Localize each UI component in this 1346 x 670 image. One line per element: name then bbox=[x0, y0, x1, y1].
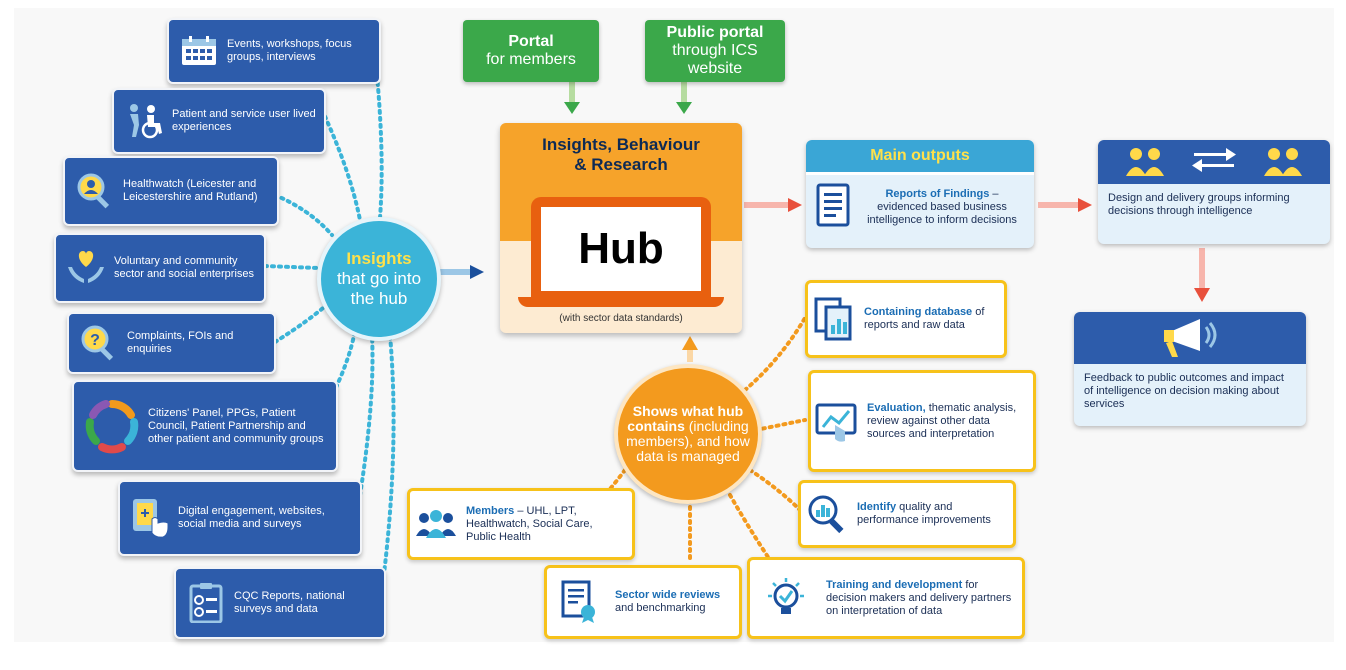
svg-text:?: ? bbox=[90, 332, 100, 349]
identify-box: Identify quality and performance improve… bbox=[798, 480, 1016, 548]
main-outputs-header: Main outputs bbox=[806, 140, 1034, 175]
training-box: Training and development for decision ma… bbox=[747, 557, 1025, 639]
portal-subtitle: through ICS website bbox=[672, 42, 758, 77]
source-label: Citizens' Panel, PPGs, Patient Council, … bbox=[148, 406, 324, 445]
feedback-header bbox=[1074, 312, 1306, 364]
contains-rest: of reports and raw data bbox=[864, 306, 985, 331]
shows-bold: Shows what hub contains bbox=[627, 403, 744, 434]
laptop-icon: Hub bbox=[531, 197, 711, 299]
lightbulb-check-icon bbox=[750, 576, 822, 620]
megaphone-icon bbox=[1150, 313, 1230, 364]
portal-public: Public portal through ICS website bbox=[645, 20, 785, 82]
tablet-touch-icon bbox=[128, 497, 172, 539]
source-voluntary: Voluntary and community sector and socia… bbox=[54, 233, 266, 303]
contains-rest: – UHL, LPT, Healthwatch, Social Care, Pu… bbox=[466, 504, 593, 543]
source-events: Events, workshops, focus groups, intervi… bbox=[167, 18, 381, 84]
contains-bold: Evaluation, bbox=[867, 401, 926, 414]
question-magnifier-icon: ? bbox=[77, 324, 121, 362]
source-label: Voluntary and community sector and socia… bbox=[114, 255, 255, 280]
contains-bold: Identify bbox=[857, 501, 897, 513]
magnifier-person-icon bbox=[73, 172, 117, 210]
members-box: Members – UHL, LPT, Healthwatch, Social … bbox=[407, 488, 635, 560]
main-outputs-box: Main outputs Reports of Findings – evide… bbox=[806, 140, 1034, 248]
certificate-icon bbox=[547, 580, 611, 624]
contains-rest: and benchmarking bbox=[615, 602, 706, 614]
heart-hands-icon bbox=[64, 249, 108, 287]
portal-title: Public portal bbox=[666, 24, 764, 41]
portal-arrowhead-1 bbox=[564, 102, 580, 114]
people-group-icon bbox=[410, 508, 462, 540]
report-document-icon bbox=[816, 183, 850, 232]
evaluation-box: Evaluation, thematic analysis, review ag… bbox=[808, 370, 1036, 472]
contains-rest: quality and performance improvements bbox=[857, 501, 991, 526]
contains-text: Sector wide reviews and benchmarking bbox=[611, 585, 739, 619]
calendar-icon bbox=[177, 35, 221, 67]
patient-wheelchair-icon bbox=[122, 103, 166, 139]
documents-chart-icon bbox=[808, 297, 860, 341]
checklist-icon bbox=[184, 583, 228, 623]
contains-text: Identify quality and performance improve… bbox=[853, 497, 1013, 531]
magnifier-chart-icon bbox=[801, 494, 853, 534]
source-label: Healthwatch (Leicester and Leicestershir… bbox=[123, 178, 258, 203]
main-outputs-text: Reports of Findings – evidenced based bu… bbox=[860, 188, 1024, 227]
shows-to-hub-arrowhead bbox=[682, 336, 698, 350]
contains-rest: thematic analysis, review against other … bbox=[867, 401, 1017, 440]
insights-line3: the hub bbox=[350, 289, 408, 308]
shows-text: Shows what hub contains (including membe… bbox=[618, 404, 758, 464]
source-label: Patient and service user lived experienc… bbox=[172, 108, 316, 133]
source-label: Digital engagement, websites, social med… bbox=[178, 505, 325, 530]
source-patient-experiences: Patient and service user lived experienc… bbox=[112, 88, 326, 154]
contains-text: Evaluation, thematic analysis, review ag… bbox=[863, 398, 1033, 445]
source-cqc: CQC Reports, national surveys and data bbox=[174, 567, 386, 639]
portal-arrowhead-2 bbox=[676, 102, 692, 114]
source-label: Events, workshops, focus groups, intervi… bbox=[227, 38, 352, 63]
source-healthwatch: Healthwatch (Leicester and Leicestershir… bbox=[63, 156, 279, 226]
portal-members: Portal for members bbox=[463, 20, 599, 82]
feedback-text: Feedback to public outcomes and impact o… bbox=[1084, 372, 1284, 410]
contains-text: Training and development for decision ma… bbox=[822, 575, 1022, 622]
contains-bold: Members bbox=[466, 504, 515, 517]
hub-note: (with sector data standards) bbox=[559, 313, 683, 324]
main-outputs-body: Reports of Findings – evidenced based bu… bbox=[806, 175, 1034, 240]
hub-title: Insights, Behaviour & Research bbox=[542, 135, 700, 174]
source-digital: Digital engagement, websites, social med… bbox=[118, 480, 362, 556]
insights-line2: that go into bbox=[336, 269, 422, 288]
source-label: Complaints, FOIs and enquiries bbox=[127, 330, 234, 355]
sector-reviews-box: Sector wide reviews and benchmarking bbox=[544, 565, 742, 639]
hub-to-outputs-arrowhead bbox=[788, 198, 802, 212]
hub-screen-label: Hub bbox=[541, 207, 701, 291]
design-delivery-box: Design and delivery groups informing dec… bbox=[1098, 140, 1330, 244]
contains-text: Containing database of reports and raw d… bbox=[860, 302, 1004, 336]
source-citizens-panel: Citizens' Panel, PPGs, Patient Council, … bbox=[72, 380, 338, 472]
design-to-feedback-arrowhead bbox=[1194, 288, 1210, 302]
design-delivery-header bbox=[1098, 140, 1330, 184]
contains-rest: for decision makers and delivery partner… bbox=[826, 578, 1012, 617]
design-delivery-text: Design and delivery groups informing dec… bbox=[1108, 192, 1290, 217]
community-circle-icon bbox=[82, 398, 142, 454]
hub-box: Insights, Behaviour & Research Hub (with… bbox=[500, 123, 742, 333]
shows-circle: Shows what hub contains (including membe… bbox=[614, 364, 762, 504]
source-label: CQC Reports, national surveys and data bbox=[234, 590, 345, 615]
source-complaints: ? Complaints, FOIs and enquiries bbox=[67, 312, 276, 374]
portal-subtitle: for members bbox=[486, 51, 576, 68]
contains-text: Members – UHL, LPT, Healthwatch, Social … bbox=[462, 501, 632, 548]
laptop-base bbox=[518, 297, 724, 307]
main-outputs-rest: – evidenced based business intelligence … bbox=[867, 188, 1017, 226]
outputs-to-design-arrowhead bbox=[1078, 198, 1092, 212]
portal-title: Portal bbox=[508, 33, 554, 50]
shows-rest: (including members), and how data is man… bbox=[626, 418, 750, 464]
insights-circle: Insights that go into the hub bbox=[317, 217, 441, 341]
people-exchange-icon bbox=[1114, 142, 1314, 183]
contains-bold: Training and development bbox=[826, 578, 963, 591]
insights-title: Insights bbox=[346, 249, 412, 268]
contains-bold: Containing database bbox=[864, 306, 973, 318]
contains-database-box: Containing database of reports and raw d… bbox=[805, 280, 1007, 358]
contains-bold: Sector wide reviews bbox=[615, 589, 721, 601]
screen-graph-icon bbox=[811, 399, 863, 443]
feedback-box: Feedback to public outcomes and impact o… bbox=[1074, 312, 1306, 426]
insights-to-hub-arrowhead bbox=[470, 265, 484, 279]
main-outputs-bold: Reports of Findings bbox=[885, 188, 990, 200]
